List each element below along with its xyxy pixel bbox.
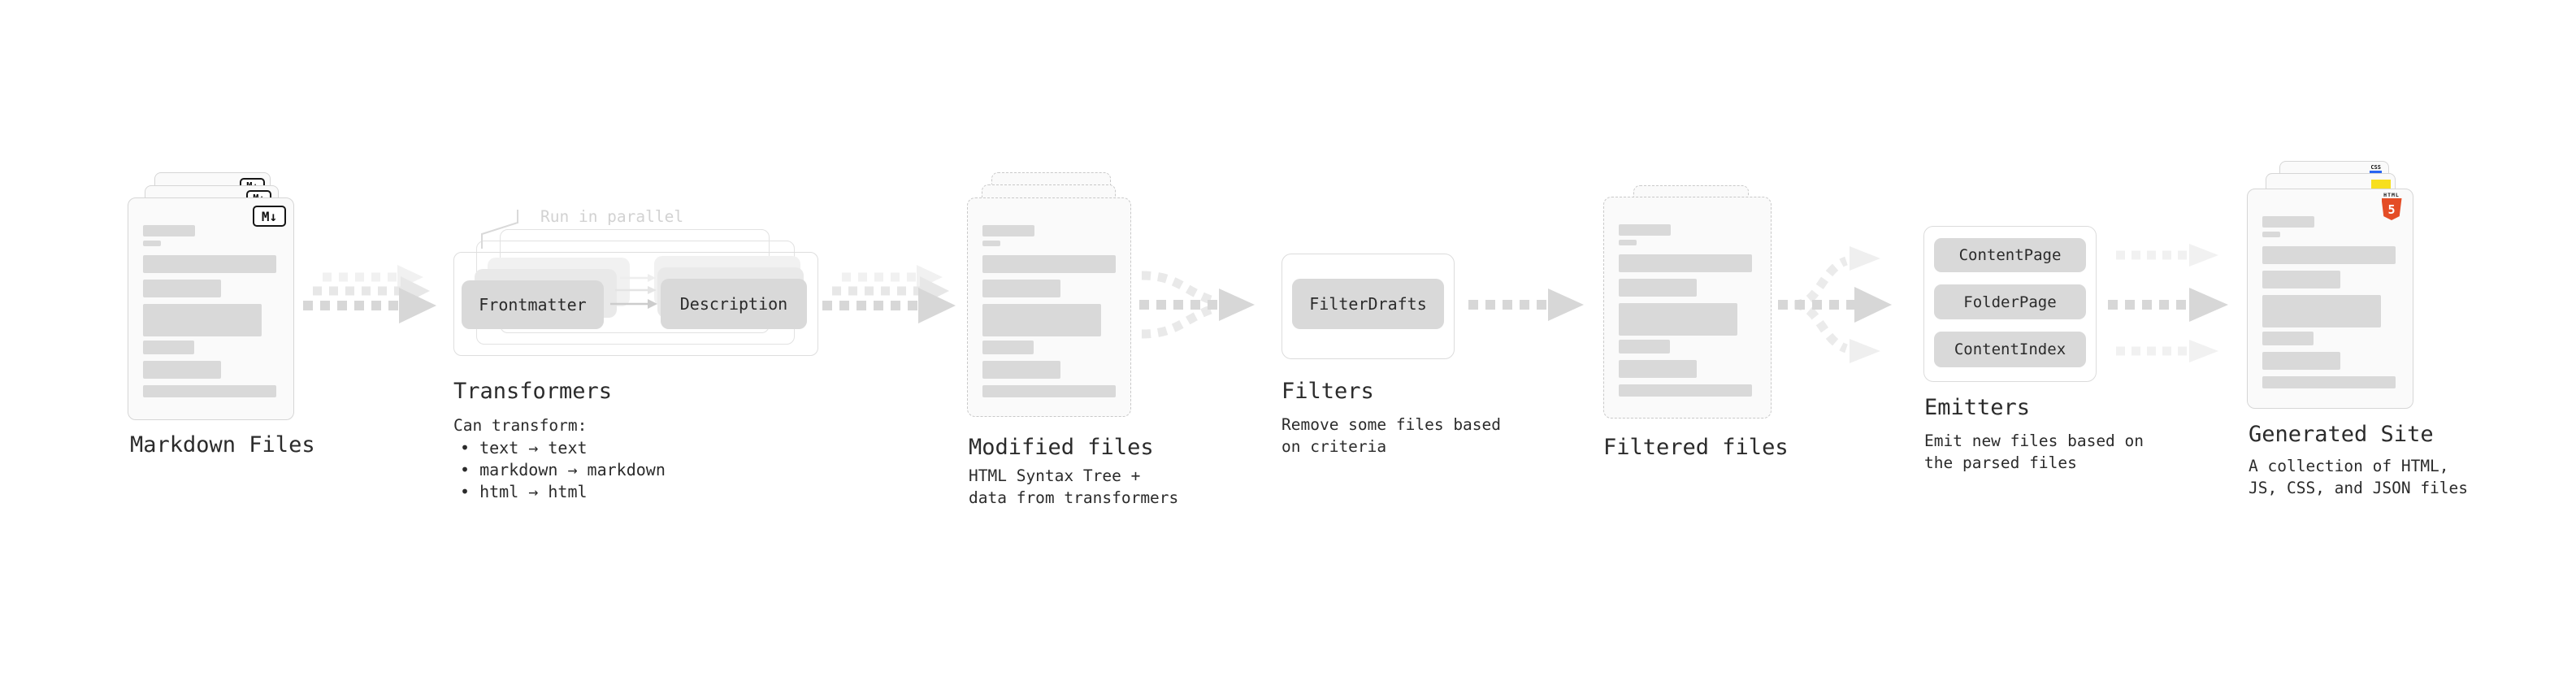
modified-files-subtitle: HTML Syntax Tree + (969, 466, 1141, 485)
html5-icon-number: 5 (2387, 202, 2396, 217)
text-line-bar (143, 241, 161, 246)
filters-subtitle: Remove some files based (1281, 415, 1502, 434)
flow-arrow-emitters-to-site-top (2116, 244, 2218, 267)
filtered-file-card (1603, 197, 1772, 419)
flow-arrow-emitters-to-site-middle (2108, 288, 2228, 322)
text-line-bar (1619, 360, 1697, 378)
text-line-bar (1619, 340, 1670, 354)
description-pill: Description (661, 279, 807, 329)
text-line-bar (143, 385, 276, 397)
modified-files-label: Modified files (969, 435, 1154, 460)
text-line-bar (1619, 279, 1697, 297)
text-line-bar (143, 255, 276, 273)
transformers-label: Transformers (453, 379, 613, 404)
text-line-bar (143, 304, 262, 336)
modified-file-card (967, 197, 1131, 417)
generated-file-card: HTML 5 (2247, 189, 2413, 409)
text-line-bar (143, 340, 194, 354)
flow-arrow-emitters-to-site-bottom (2116, 340, 2218, 362)
parallel-mini-arrows (610, 274, 657, 309)
html5-icon-word: HTML (2383, 192, 2400, 198)
filter-drafts-pill: FilterDrafts (1292, 279, 1444, 329)
filters-label: Filters (1281, 379, 1374, 404)
text-line-bar (1619, 303, 1737, 336)
text-line-bar (2262, 352, 2340, 370)
js-icon (2371, 180, 2391, 189)
document-text-skeleton (968, 198, 1130, 416)
text-line-bar (2262, 332, 2314, 345)
markdown-file-card: M↓ (128, 197, 294, 420)
flow-arrow-markdown-to-transformers (303, 265, 436, 323)
generated-site-subtitle: A collection of HTML, (2249, 457, 2449, 475)
text-line-bar (143, 361, 221, 379)
text-line-bar (2262, 232, 2280, 237)
html5-icon-shield: 5 (2381, 198, 2402, 220)
text-line-bar (982, 280, 1060, 297)
emitters-label: Emitters (1924, 395, 2031, 420)
text-line-bar (2262, 246, 2396, 264)
text-line-bar (2262, 295, 2381, 327)
text-line-bar (143, 280, 221, 297)
content-index-pill: ContentIndex (1934, 332, 2086, 367)
text-line-bar (1619, 224, 1671, 236)
flow-arrow-modified-to-filters (1139, 271, 1255, 339)
flow-arrow-filters-to-filtered (1468, 288, 1584, 321)
markdown-files-label: Markdown Files (130, 432, 315, 458)
text-line-bar (1619, 240, 1637, 245)
text-line-bar (2262, 376, 2396, 388)
document-text-skeleton (128, 198, 293, 419)
run-in-parallel-annotation: Run in parallel (540, 207, 684, 226)
run-in-parallel-callout-line (481, 210, 518, 249)
content-page-pill: ContentPage (1934, 238, 2086, 272)
text-line-bar (1619, 254, 1752, 272)
html5-icon: HTML 5 (2381, 192, 2402, 220)
modified-files-subtitle: data from transformers (969, 488, 1179, 507)
frontmatter-pill: Frontmatter (462, 280, 604, 329)
transformers-subtitle: Can transform: (453, 416, 588, 435)
text-line-bar (982, 385, 1116, 397)
transformers-frame-front (453, 252, 818, 356)
document-text-skeleton (2248, 189, 2413, 408)
text-line-bar (1619, 384, 1752, 397)
flow-arrow-filtered-to-emitters (1778, 246, 1892, 363)
text-line-bar (982, 241, 1000, 246)
text-line-bar (143, 225, 195, 236)
text-line-bar (982, 255, 1116, 273)
text-line-bar (982, 304, 1101, 336)
text-line-bar (2262, 271, 2340, 288)
filtered-files-label: Filtered files (1603, 435, 1789, 460)
folder-page-pill: FolderPage (1934, 284, 2086, 319)
emitters-subtitle: Emit new files based on (1924, 432, 2144, 450)
flow-arrow-transformers-to-modified (822, 265, 956, 323)
generated-site-label: Generated Site (2249, 422, 2434, 447)
text-line-bar (2262, 216, 2314, 228)
transformers-bullet: • html → html (460, 482, 588, 501)
css-icon: CSS (2370, 164, 2382, 173)
emitters-subtitle: the parsed files (1924, 453, 2077, 472)
transformers-bullet: • markdown → markdown (460, 460, 666, 479)
text-line-bar (982, 225, 1034, 236)
text-line-bar (982, 340, 1034, 354)
generated-site-subtitle: JS, CSS, and JSON files (2249, 479, 2469, 497)
transformers-bullet: • text → text (460, 438, 588, 458)
document-text-skeleton (1604, 197, 1771, 418)
filters-subtitle: on criteria (1281, 437, 1387, 456)
markdown-icon: M↓ (253, 206, 286, 227)
text-line-bar (982, 361, 1060, 379)
